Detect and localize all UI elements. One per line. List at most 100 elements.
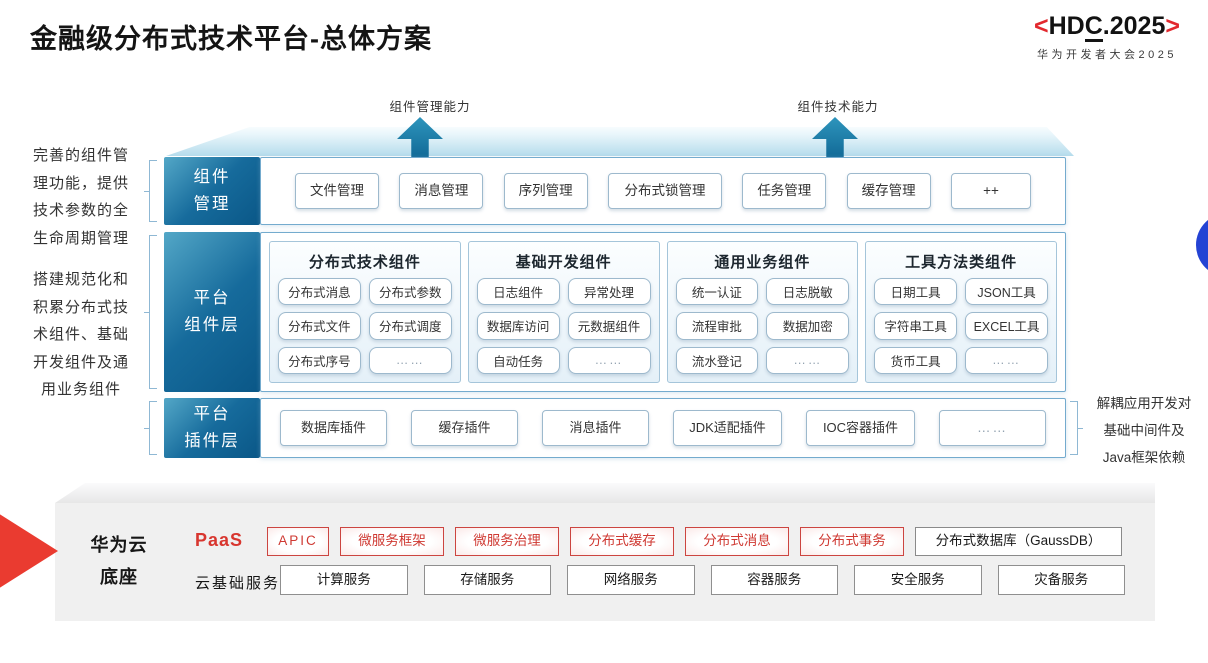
- left-bracket-icon: [144, 235, 157, 389]
- row-label-platform-plugins: 平台 插件层: [164, 398, 260, 458]
- row-platform-components: 分布式技术组件 分布式消息 分布式参数 分布式文件 分布式调度 分布式序号 ………: [260, 232, 1066, 392]
- chip-compute-service: 计算服务: [280, 565, 408, 595]
- chip: 统一认证: [675, 278, 759, 306]
- chip: 流水登记: [675, 346, 759, 374]
- note-line: 完善的组件管: [32, 147, 129, 164]
- note-line: 搭建规范化和: [32, 271, 129, 288]
- paas-chip-row: APIC 微服务框架 微服务治理 分布式缓存 分布式消息 分布式事务 分布式数据…: [267, 527, 1125, 556]
- chip: 货币工具: [874, 346, 958, 374]
- chip: 分布式序号: [278, 346, 361, 374]
- logo-open-bracket: <: [1034, 12, 1049, 40]
- note-line: Java框架依赖: [1102, 450, 1186, 465]
- page-title: 金融级分布式技术平台-总体方案: [30, 24, 432, 54]
- chip-file-mgmt: 文件管理: [295, 173, 379, 209]
- left-bracket-icon: [144, 401, 157, 455]
- chip-distributed-lock-mgmt: 分布式锁管理: [607, 173, 722, 209]
- cloud-chip-row: 计算服务 存储服务 网络服务 容器服务 安全服务 灾备服务: [280, 565, 1125, 595]
- panel-grid: 日志组件 异常处理 数据库访问 元数据组件 自动任务 ……: [476, 278, 651, 374]
- note-line: 用业务组件: [40, 381, 121, 398]
- note-line: 解耦应用开发对: [1096, 396, 1192, 411]
- panel-title: 工具方法类组件: [905, 254, 1018, 271]
- logo-year: .2025: [1102, 12, 1166, 40]
- logo-hd: HD: [1048, 12, 1085, 40]
- chip-distributed-cache: 分布式缓存: [570, 527, 674, 556]
- chip-jdk-plugin: JDK适配插件: [673, 410, 782, 446]
- chip-ellipsis: ……: [965, 346, 1048, 374]
- panel-utility-methods: 工具方法类组件 日期工具 JSON工具 字符串工具 EXCEL工具 货币工具 ……: [865, 241, 1057, 383]
- paas-label: PaaS: [195, 530, 244, 550]
- panel-basic-dev: 基础开发组件 日志组件 异常处理 数据库访问 元数据组件 自动任务 ……: [467, 241, 660, 383]
- chip-ellipsis: ……: [939, 410, 1046, 446]
- panel-distributed-tech: 分布式技术组件 分布式消息 分布式参数 分布式文件 分布式调度 分布式序号 ……: [269, 241, 461, 383]
- blue-circle-decoration: [1196, 213, 1208, 277]
- chip-message-mgmt: 消息管理: [399, 173, 484, 209]
- row-label-line: 管理: [193, 195, 231, 213]
- chip: 分布式参数: [368, 278, 452, 306]
- chip-network-service: 网络服务: [567, 565, 695, 595]
- row-component-mgmt: 文件管理 消息管理 序列管理 分布式锁管理 任务管理 缓存管理 ++: [260, 157, 1066, 225]
- note-left-top: 完善的组件管 理功能，提供 技术参数的全 生命周期管理: [8, 142, 154, 252]
- logo-close-bracket: >: [1165, 12, 1180, 40]
- arrow-label-mgmt: 组件管理能力: [389, 100, 471, 114]
- panel-grid: 分布式消息 分布式参数 分布式文件 分布式调度 分布式序号 ……: [278, 278, 452, 374]
- chip: 自动任务: [476, 346, 560, 374]
- panel-common-business: 通用业务组件 统一认证 日志脱敏 流程审批 数据加密 流水登记 ……: [666, 241, 859, 383]
- chip: 分布式消息: [278, 278, 361, 306]
- chip: 元数据组件: [567, 312, 651, 340]
- chip: 日期工具: [874, 278, 958, 306]
- chip-disaster-recovery-service: 灾备服务: [997, 565, 1125, 595]
- row-label-line: 插件层: [184, 432, 240, 450]
- chip-cache-plugin: 缓存插件: [411, 410, 518, 446]
- chip-storage-service: 存储服务: [423, 565, 551, 595]
- red-pointer-icon: [0, 514, 58, 588]
- chip-ellipsis: ……: [368, 346, 452, 374]
- chip: 数据库访问: [476, 312, 560, 340]
- note-line: 生命周期管理: [32, 229, 129, 247]
- chip-microservice-governance: 微服务治理: [455, 527, 559, 556]
- row-label-line: 组件: [193, 168, 231, 186]
- chip: 分布式文件: [278, 312, 361, 340]
- chip: 异常处理: [567, 278, 651, 306]
- panel-grid: 统一认证 日志脱敏 流程审批 数据加密 流水登记 ……: [675, 278, 850, 374]
- chip: 字符串工具: [874, 312, 958, 340]
- chip: 日志组件: [476, 278, 560, 306]
- chip: 流程审批: [675, 312, 759, 340]
- chip-gaussdb: 分布式数据库（GaussDB）: [915, 527, 1122, 556]
- chip: 日志脱敏: [766, 278, 850, 306]
- chip: 数据加密: [766, 312, 850, 340]
- note-line: 开发组件及通: [32, 353, 129, 371]
- chip-apic: APIC: [267, 527, 329, 556]
- note-line: 积累分布式技: [32, 298, 129, 316]
- panel-grid: 日期工具 JSON工具 字符串工具 EXCEL工具 货币工具 ……: [874, 278, 1048, 374]
- row-label-line: 组件层: [184, 316, 240, 334]
- chip-ellipsis: ……: [567, 346, 651, 374]
- chip-task-mgmt: 任务管理: [742, 173, 827, 209]
- panel-title: 通用业务组件: [714, 254, 811, 271]
- hdc-logo: <HDC.2025> 华为开发者大会2025: [1008, 12, 1206, 62]
- row-label-line: 平台: [193, 289, 231, 307]
- row-label-line: 平台: [193, 405, 231, 423]
- chip: EXCEL工具: [965, 312, 1048, 340]
- chip-security-service: 安全服务: [854, 565, 982, 595]
- note-line: 技术参数的全: [32, 202, 129, 219]
- chip: JSON工具: [965, 278, 1048, 306]
- right-bracket-icon: [1070, 401, 1083, 455]
- row-label-platform-components: 平台 组件层: [164, 232, 260, 392]
- huawei-cloud-base: 华为云 底座 PaaS APIC 微服务框架 微服务治理 分布式缓存 分布式消息…: [55, 503, 1155, 621]
- chip-plus-plus: ++: [950, 173, 1031, 209]
- logo-c-underlined: C: [1084, 13, 1103, 43]
- chip: 分布式调度: [368, 312, 452, 340]
- note-line: 基础中间件及: [1103, 423, 1185, 438]
- left-bracket-icon: [144, 160, 157, 222]
- chip-message-plugin: 消息插件: [542, 410, 649, 446]
- panel-title: 基础开发组件: [515, 254, 612, 271]
- arrow-label-tech: 组件技术能力: [797, 100, 879, 114]
- chip-cache-mgmt: 缓存管理: [846, 173, 931, 209]
- panel-title: 分布式技术组件: [308, 254, 421, 271]
- chip-microservice-framework: 微服务框架: [340, 527, 444, 556]
- chip-sequence-mgmt: 序列管理: [503, 173, 588, 209]
- base-3d-bevel: [55, 483, 1155, 503]
- hdc-logo-wordmark: <HDC.2025>: [1008, 12, 1206, 43]
- chip-db-plugin: 数据库插件: [280, 410, 387, 446]
